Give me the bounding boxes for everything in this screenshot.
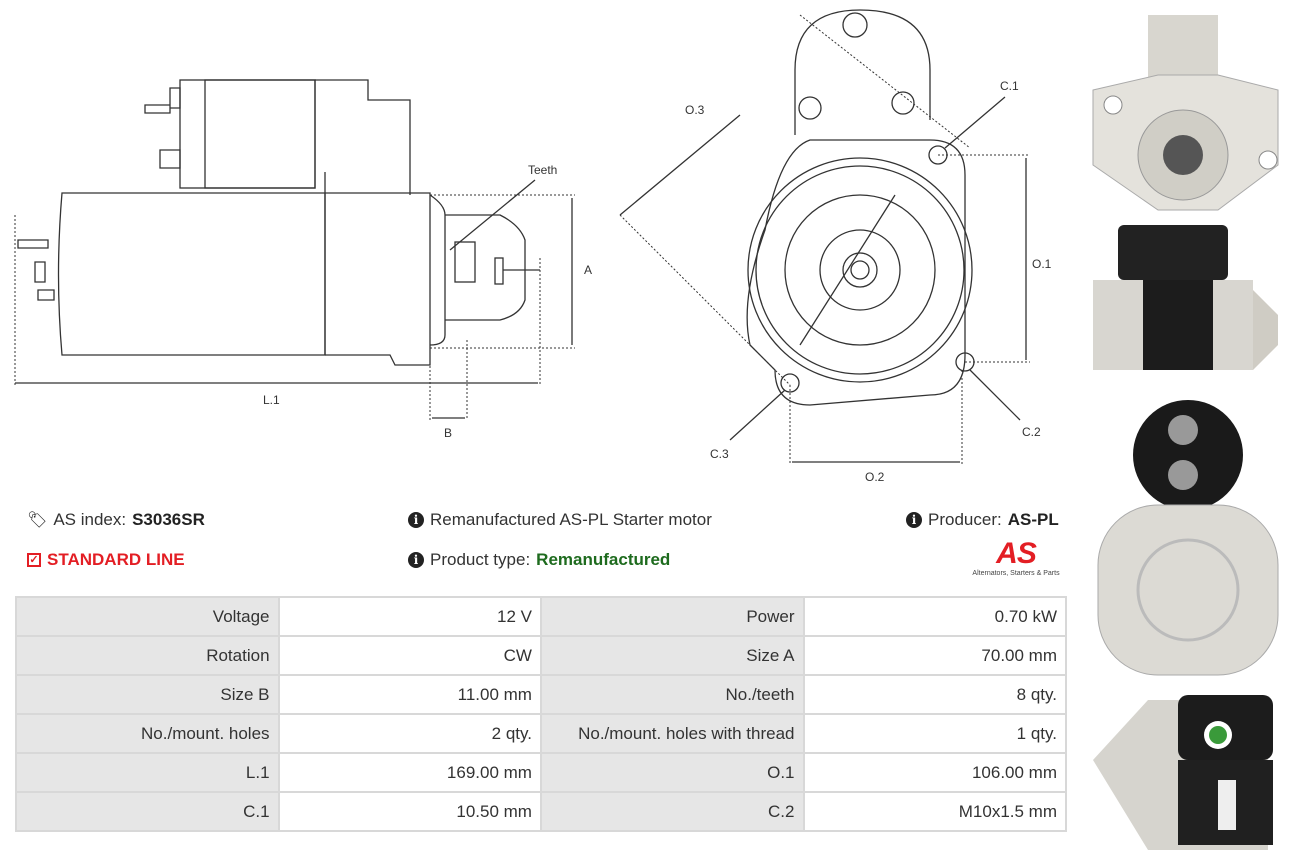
svg-text:O.2: O.2 [865, 470, 885, 484]
spec-value: 106.00 mm [804, 754, 1065, 791]
spec-label: C.2 [541, 793, 803, 830]
spec-label: No./mount. holes with thread [541, 715, 803, 752]
spec-value: 2 qty. [279, 715, 540, 752]
svg-text:A: A [584, 263, 592, 277]
spec-value: 1 qty. [804, 715, 1065, 752]
solenoid-outline [179, 79, 316, 189]
spec-label: Voltage [17, 598, 278, 635]
spec-value: 70.00 mm [804, 637, 1065, 674]
svg-text:O.3: O.3 [685, 103, 705, 117]
spec-label: C.1 [17, 793, 278, 830]
svg-text:O.1: O.1 [1032, 257, 1052, 271]
spec-label: Size B [17, 676, 278, 713]
producer: i Producer: AS-PL [906, 510, 1059, 530]
product-photo-front [1088, 5, 1288, 215]
svg-text:C.1: C.1 [1000, 79, 1019, 93]
motor-body [57, 192, 326, 356]
spec-value: CW [279, 637, 540, 674]
product-type: i Product type: Remanufactured [408, 550, 670, 570]
svg-text:L.1: L.1 [263, 393, 280, 407]
spec-label: No./mount. holes [17, 715, 278, 752]
svg-text:C.2: C.2 [1022, 425, 1041, 439]
info-icon: i [408, 512, 424, 528]
svg-text:B: B [444, 426, 452, 440]
info-icon: i [906, 512, 922, 528]
product-photo-rear [1088, 395, 1288, 685]
as-index-value: S3036SR [132, 510, 205, 529]
tags-icon: 🏷 [27, 512, 48, 529]
front-view-drawing: O.3 C.1 O.1 C.2 C.3 O.2 [619, 9, 1052, 484]
spec-value: 8 qty. [804, 676, 1065, 713]
side-view-drawing: Teeth A L.1 B [14, 79, 592, 440]
spec-value: 10.50 mm [279, 793, 540, 830]
spec-value: 12 V [279, 598, 540, 635]
spec-label: L.1 [17, 754, 278, 791]
spec-label: Size A [541, 637, 803, 674]
checkbox-icon: ✓ [27, 553, 41, 567]
spec-value: 169.00 mm [279, 754, 540, 791]
standard-line-badge: ✓ STANDARD LINE [27, 550, 185, 570]
product-photo-angle [1088, 690, 1288, 855]
product-photo-side [1088, 220, 1288, 380]
as-pl-logo: AS Alternators, Starters & Parts [972, 537, 1060, 578]
spec-value: M10x1.5 mm [804, 793, 1065, 830]
as-index: 🏷 AS index: S3036SR [27, 510, 205, 529]
spec-label: O.1 [541, 754, 803, 791]
spec-value: 0.70 kW [804, 598, 1065, 635]
spec-label: Rotation [17, 637, 278, 674]
info-icon: i [408, 552, 424, 568]
spec-label: No./teeth [541, 676, 803, 713]
svg-text:C.3: C.3 [710, 447, 729, 461]
description: i Remanufactured AS-PL Starter motor [408, 510, 712, 530]
spec-label: Power [541, 598, 803, 635]
spec-value: 11.00 mm [279, 676, 540, 713]
label-teeth: Teeth [528, 163, 557, 177]
